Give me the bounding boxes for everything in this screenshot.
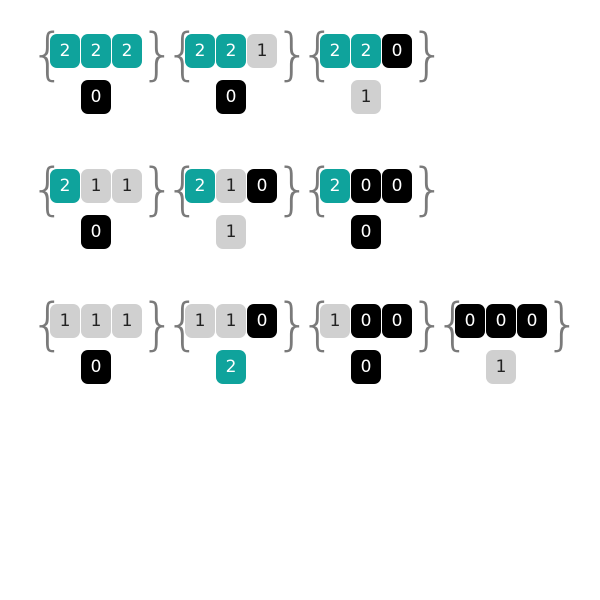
right-brace: } xyxy=(410,22,446,87)
result-tile: 0 xyxy=(81,80,111,114)
value-tile: 0 xyxy=(455,304,485,338)
right-brace: } xyxy=(140,157,176,222)
left-brace: { xyxy=(300,157,336,222)
right-brace: } xyxy=(410,292,446,357)
value-tile: 2 xyxy=(185,34,215,68)
result-tile: 1 xyxy=(486,350,516,384)
left-brace: { xyxy=(165,22,201,87)
right-brace: } xyxy=(275,157,311,222)
left-brace: { xyxy=(435,292,471,357)
right-brace: } xyxy=(275,22,311,87)
value-tile: 0 xyxy=(382,304,412,338)
result-tile: 0 xyxy=(351,215,381,249)
result-tile: 1 xyxy=(351,80,381,114)
value-tile: 2 xyxy=(50,34,80,68)
left-brace: { xyxy=(30,157,66,222)
left-brace: { xyxy=(165,292,201,357)
result-tile: 0 xyxy=(81,215,111,249)
value-tile: 1 xyxy=(81,304,111,338)
left-brace: { xyxy=(30,292,66,357)
value-tile: 2 xyxy=(185,169,215,203)
value-tile: 1 xyxy=(320,304,350,338)
result-tile: 0 xyxy=(351,350,381,384)
value-tile: 2 xyxy=(50,169,80,203)
left-brace: { xyxy=(300,22,336,87)
value-tile: 0 xyxy=(247,304,277,338)
value-tile: 1 xyxy=(112,304,142,338)
value-tile: 0 xyxy=(517,304,547,338)
right-brace: } xyxy=(140,292,176,357)
left-brace: { xyxy=(300,292,336,357)
value-tile: 1 xyxy=(50,304,80,338)
value-tile: 1 xyxy=(216,304,246,338)
value-tile: 2 xyxy=(112,34,142,68)
result-tile: 1 xyxy=(216,215,246,249)
right-brace: } xyxy=(140,22,176,87)
right-brace: } xyxy=(275,292,311,357)
value-tile: 2 xyxy=(320,34,350,68)
value-tile: 1 xyxy=(81,169,111,203)
value-tile: 2 xyxy=(320,169,350,203)
left-brace: { xyxy=(165,157,201,222)
left-brace: { xyxy=(30,22,66,87)
result-tile: 0 xyxy=(216,80,246,114)
value-tile: 0 xyxy=(382,169,412,203)
value-tile: 0 xyxy=(351,304,381,338)
result-tile: 2 xyxy=(216,350,246,384)
value-tile: 2 xyxy=(351,34,381,68)
value-tile: 0 xyxy=(382,34,412,68)
value-tile: 1 xyxy=(247,34,277,68)
value-tile: 2 xyxy=(81,34,111,68)
value-tile: 1 xyxy=(112,169,142,203)
value-tile: 2 xyxy=(216,34,246,68)
value-tile: 1 xyxy=(185,304,215,338)
value-tile: 0 xyxy=(247,169,277,203)
result-tile: 0 xyxy=(81,350,111,384)
right-brace: } xyxy=(410,157,446,222)
value-tile: 0 xyxy=(486,304,516,338)
value-tile: 0 xyxy=(351,169,381,203)
value-tile: 1 xyxy=(216,169,246,203)
right-brace: } xyxy=(545,292,581,357)
